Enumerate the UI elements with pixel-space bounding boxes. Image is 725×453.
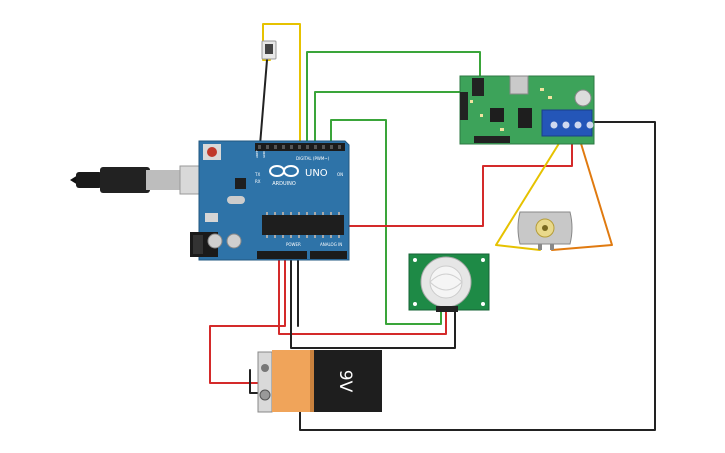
arduino-digital-label: DIGITAL (PWM~) [296, 156, 330, 161]
arduino-analog-label: ANALOG IN [320, 242, 342, 247]
wire-black-battery-stub [249, 369, 259, 394]
wire-red-power [278, 251, 447, 335]
wires [209, 23, 656, 431]
arduino-aref-label: AREF [255, 150, 259, 158]
arduino-gnd-label: GND [262, 150, 266, 158]
pushbutton [261, 40, 277, 60]
pir-sensor [408, 253, 490, 312]
wire-yellow-button [262, 23, 301, 146]
wire-orange-motor [551, 136, 613, 251]
arduino-model-label: UNO [305, 168, 328, 179]
wire-black-button [259, 59, 268, 146]
arduino-rx-label: RX [255, 179, 261, 184]
wire-green-2 [314, 91, 467, 146]
wire-yellow-motor [495, 136, 564, 251]
dc-motor [517, 211, 573, 250]
wire-green-3 [330, 119, 442, 325]
arduino-power-label: POWER [286, 242, 301, 247]
arduino-on-label: ON [337, 172, 343, 177]
wire-red-driver [271, 136, 573, 227]
wire-red-battery [209, 251, 286, 384]
arduino-logo-icon [269, 165, 299, 177]
wire-green-1 [306, 51, 481, 146]
battery-voltage-label: 9V [335, 370, 355, 393]
arduino-brand-label: ARDUINO [272, 181, 296, 187]
motor-driver [459, 75, 595, 145]
wire-black-pir [290, 251, 456, 349]
arduino-tx-label: TX [254, 172, 260, 177]
usb-cable [70, 165, 216, 195]
9v-battery: 9V [257, 350, 382, 413]
arduino-uno: ARDUINO UNO DIGITAL (PWM~) POWER ANALOG … [190, 140, 350, 261]
